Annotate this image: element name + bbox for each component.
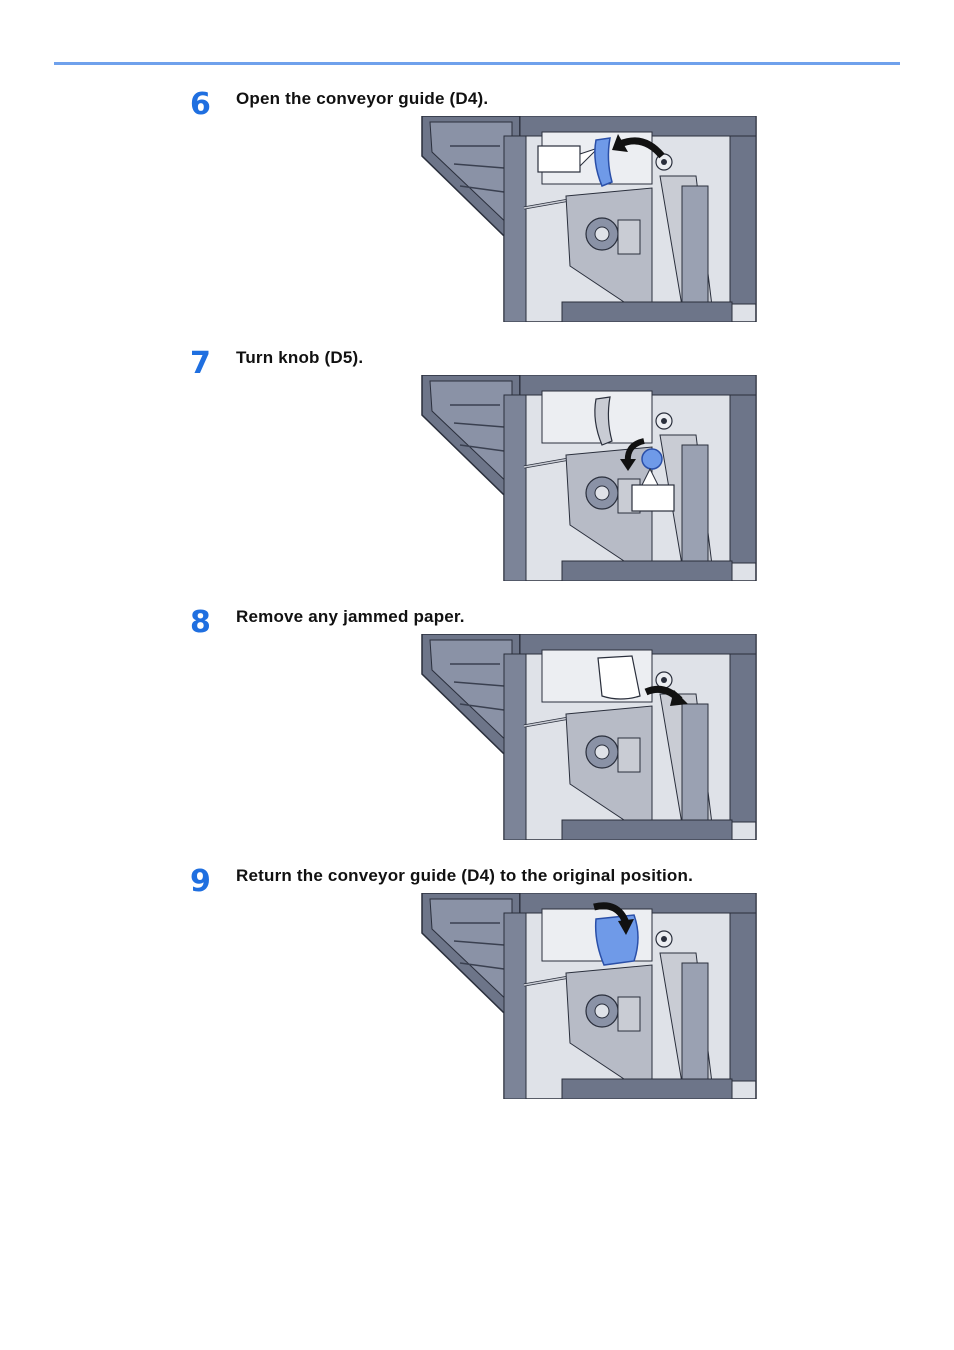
step-9: 9 Return the conveyor guide (D4) to the … — [0, 865, 954, 1115]
jammed-paper — [598, 656, 640, 699]
step-number: 9 — [190, 865, 220, 899]
remove-jammed-paper-illustration — [420, 634, 758, 840]
knob-highlight — [642, 449, 662, 469]
step-7: 7 Turn knob (D5). — [0, 347, 954, 597]
callout-box — [632, 485, 674, 511]
step-8: 8 Remove any jammed paper. — [0, 606, 954, 856]
open-conveyor-guide-illustration — [420, 116, 758, 322]
step-number: 7 — [190, 347, 220, 381]
step-instruction: Remove any jammed paper. — [236, 606, 465, 628]
callout-box — [538, 146, 580, 172]
turn-knob-illustration — [420, 375, 758, 581]
step-number: 8 — [190, 606, 220, 640]
return-conveyor-guide-illustration — [420, 893, 758, 1099]
step-instruction: Open the conveyor guide (D4). — [236, 88, 488, 110]
top-rule — [54, 62, 900, 65]
step-6: 6 Open the conveyor guide (D4). — [0, 88, 954, 338]
step-instruction: Return the conveyor guide (D4) to the or… — [236, 865, 693, 887]
step-number: 6 — [190, 88, 220, 122]
step-instruction: Turn knob (D5). — [236, 347, 363, 369]
